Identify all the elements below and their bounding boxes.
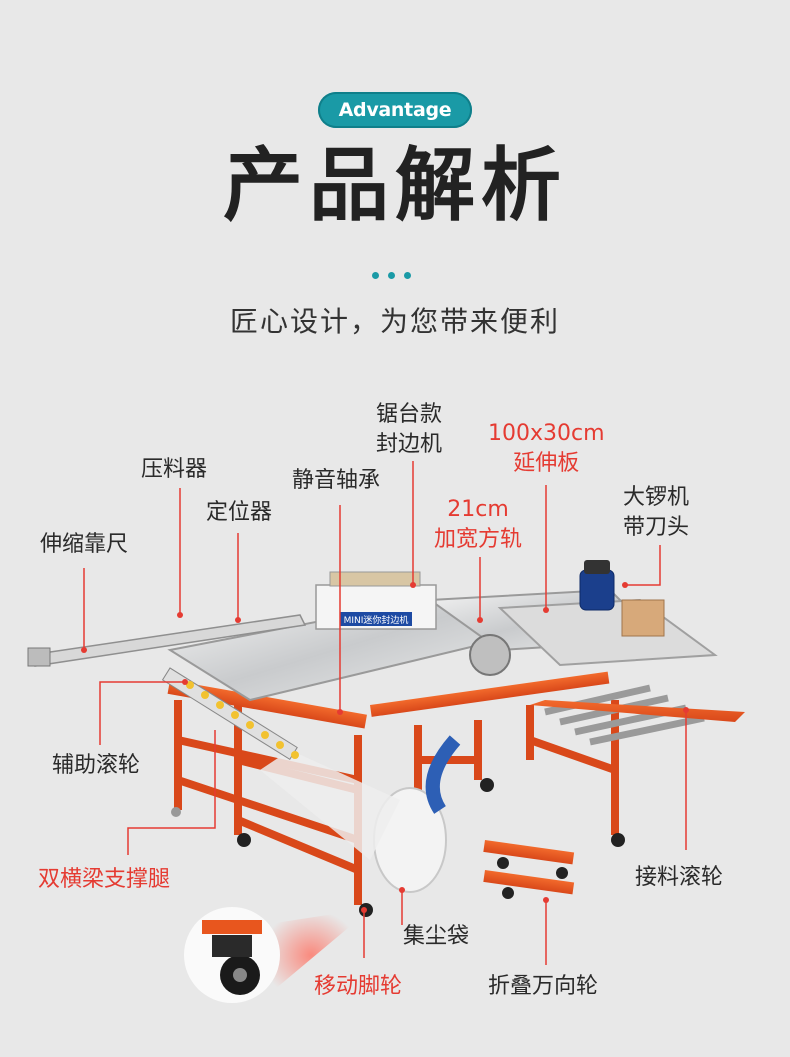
label-silent-bearing: 静音轴承 (292, 468, 381, 493)
dot (372, 272, 379, 279)
advantage-badge: Advantage (318, 92, 472, 128)
page-subtitle: 匠心设计，为您带来便利 (229, 305, 560, 338)
folding-wheels (483, 840, 575, 899)
label-dust-bag: 集尘袋 (403, 924, 470, 949)
divider-dots (372, 272, 411, 279)
label-folding-wheel: 折叠万向轮 (488, 974, 599, 999)
label-double-beam-legs: 双横梁支撑腿 (38, 867, 171, 892)
label-extension-line2: 延伸板 (513, 451, 580, 476)
label-router: 大锣机 带刀头 (623, 483, 689, 543)
label-feed-roller: 接料滚轮 (635, 865, 724, 890)
label-aux-roller: 辅助滚轮 (52, 753, 141, 778)
label-telescopic-ruler: 伸缩靠尺 (40, 532, 129, 557)
label-rail-line2: 加宽方轨 (434, 527, 523, 552)
label-saw-table-line1: 锯台款 (376, 402, 443, 427)
casters (171, 778, 625, 917)
dot (388, 272, 395, 279)
label-extension-line1: 100x30cm (488, 421, 605, 446)
edge-bander-label: MINI迷你封边机 (344, 614, 409, 626)
zoom-beam (262, 910, 360, 1000)
label-saw-table: 锯台款 封边机 (376, 400, 442, 460)
label-extension-board: 100x30cm 延伸板 (488, 419, 605, 479)
label-positioner: 定位器 (206, 500, 273, 525)
label-router-line1: 大锣机 (623, 485, 690, 510)
label-router-line2: 带刀头 (623, 515, 690, 540)
label-caster: 移动脚轮 (314, 974, 403, 999)
aux-rollers (161, 667, 299, 761)
label-saw-table-line2: 封边机 (376, 432, 443, 457)
leader-lines (83, 461, 687, 965)
label-rail-line1: 21cm (447, 497, 509, 522)
page-title: 产品解析 (223, 139, 567, 232)
label-widened-rail: 21cm 加宽方轨 (434, 495, 522, 555)
label-clamp: 压料器 (141, 457, 208, 482)
dot (404, 272, 411, 279)
